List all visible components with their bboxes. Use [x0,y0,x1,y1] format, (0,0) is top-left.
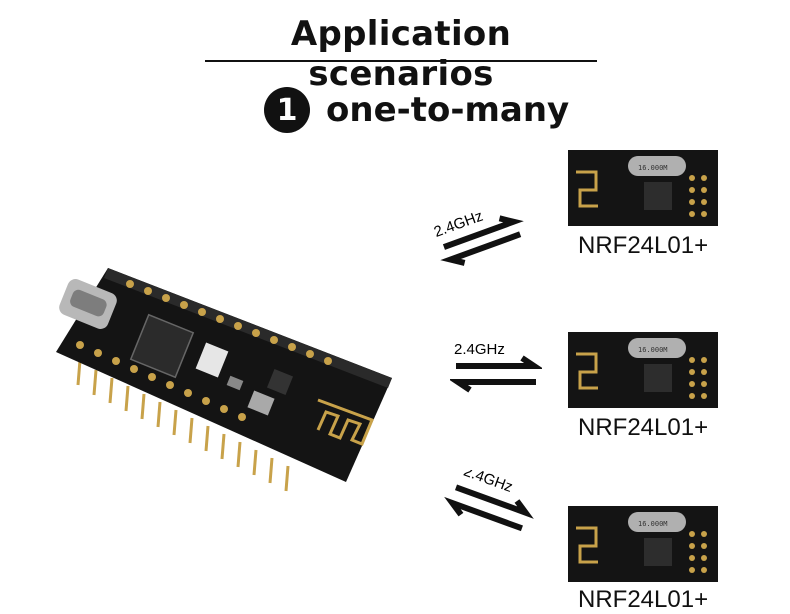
bidirectional-arrow-icon: 2.4GHz [444,463,534,532]
wireless-link-1: 2.4GHz [432,200,526,266]
scenario-number-badge: 1 [264,87,310,133]
wireless-link-3: 2.4GHz [444,463,536,532]
svg-text:16.000M: 16.000M [638,164,668,172]
svg-text:16.000M: 16.000M [638,346,668,354]
nrf24l01-module-icon: 16.000M [568,150,718,226]
arduino-board-icon [56,268,392,492]
title-underline [205,60,597,62]
nrf24l01-module-icon: 16.000M [568,332,718,408]
nrf-module-label: NRF24L01+ [578,414,709,441]
scenario-label: one-to-many [326,90,570,130]
nrf-module-label: NRF24L01+ [578,232,709,259]
nrf24l01-module-icon: 16.000M [568,506,718,582]
scenario-heading: 1 one-to-many [264,86,569,134]
svg-text:16.000M: 16.000M [638,520,668,528]
wireless-link-2: 2.4GHz [448,336,544,396]
bidirectional-arrow-icon: 2.4GHz [432,208,524,266]
link-frequency-label: 2.4GHz [454,341,505,358]
bidirectional-arrow-icon: 2.4GHz [448,341,544,393]
nrf-module-2: 16.000M [568,332,718,408]
nrf-module-1: 16.000M [568,150,718,226]
nrf-module-3: 16.000M [568,506,718,582]
nrf-module-label: NRF24L01+ [578,586,709,613]
